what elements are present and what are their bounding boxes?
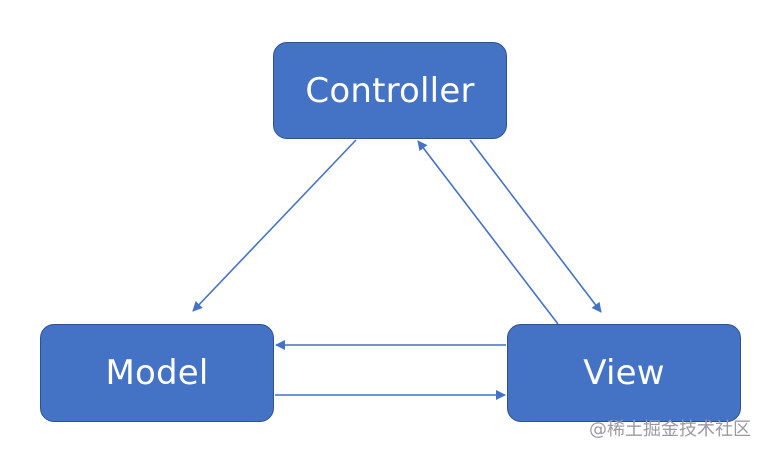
arrow-view-to-controller [417,140,559,325]
view-label: View [583,353,665,393]
model-node: Model [40,324,274,422]
view-node: View [507,324,741,422]
arrow-controller-to-view [469,139,602,313]
watermark-text: @稀土掘金技术社区 [589,419,751,440]
arrow-controller-to-model [192,139,357,312]
controller-label: Controller [305,70,475,111]
controller-node: Controller [273,42,507,139]
model-label: Model [105,353,209,393]
